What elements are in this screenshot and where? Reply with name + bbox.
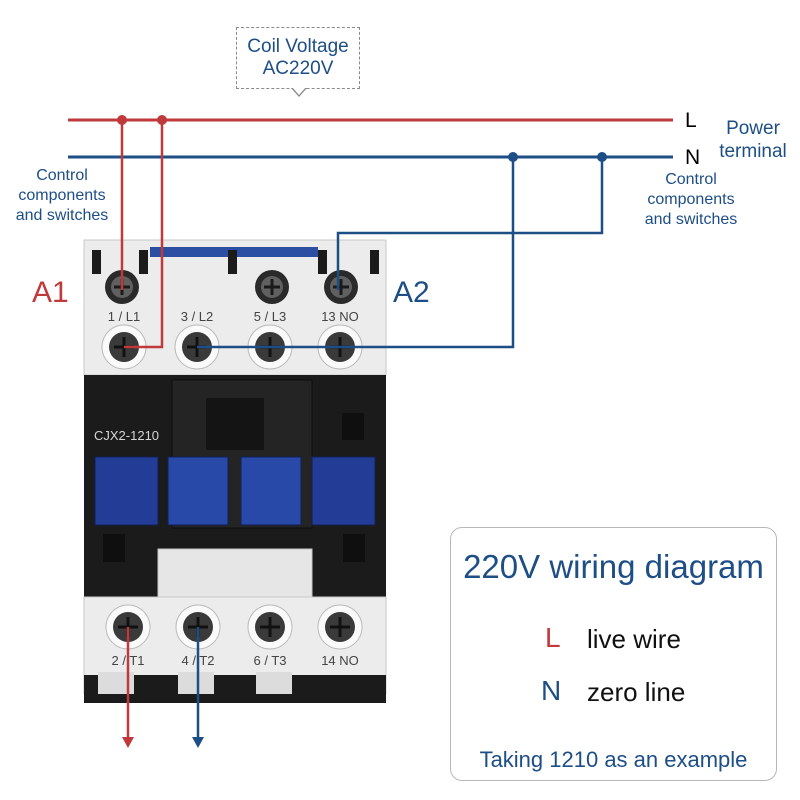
- callout-line-1: Coil Voltage: [247, 36, 349, 57]
- device-model-label: CJX2-1210: [94, 428, 159, 443]
- contactor-device: CJX2-1210: [83, 239, 387, 703]
- callout-pointer: [291, 87, 307, 97]
- live-junction-2: [157, 115, 167, 125]
- power-terminal-label: Power terminal: [719, 118, 787, 162]
- neutral-wires: [196, 157, 604, 738]
- coil-voltage-callout: Coil Voltage AC220V: [236, 27, 360, 89]
- l-letter: L: [685, 109, 697, 132]
- device-window: [157, 548, 313, 598]
- terminal-label-3-l2: 3 / L2: [181, 309, 214, 324]
- legend-zero-letter: N: [541, 675, 562, 706]
- live-junction-1: [117, 115, 127, 125]
- aux-screw-top: [255, 270, 289, 304]
- blue-block-4: [311, 456, 376, 526]
- callout-line-2: AC220V: [262, 58, 334, 79]
- control-note-left: Control components and switches: [15, 167, 109, 224]
- n-letter: N: [685, 146, 701, 169]
- neutral-junction-2: [597, 152, 607, 162]
- legend-zero-text: zero line: [587, 677, 686, 707]
- neutral-junction-1: [508, 152, 518, 162]
- control-note-right: Control components and switches: [644, 171, 738, 228]
- terminal-label-5-l3: 5 / L3: [254, 309, 287, 324]
- legend-box: 220V wiring diagram L live wire N zero l…: [450, 527, 777, 781]
- terminal-label-14-no: 14 NO: [321, 653, 359, 668]
- legend-live-text: live wire: [587, 624, 681, 654]
- blue-block-2: [167, 456, 229, 526]
- blue-block-3: [240, 456, 302, 526]
- legend-live-letter: L: [545, 622, 561, 653]
- live-output-arrow: [122, 737, 134, 748]
- legend-title: 220V wiring diagram: [463, 548, 764, 585]
- terminal-label-1-l1: 1 / L1: [108, 309, 141, 324]
- terminal-label-6-t3: 6 / T3: [253, 653, 286, 668]
- coil-terminal-a2: [324, 270, 358, 304]
- a1-label: A1: [32, 276, 69, 309]
- live-wires: [120, 120, 164, 738]
- legend-footer: Taking 1210 as an example: [479, 747, 748, 772]
- neutral-output-arrow: [192, 737, 204, 748]
- blue-block-1: [94, 456, 159, 526]
- a2-label: A2: [393, 276, 430, 309]
- terminal-label-13-no: 13 NO: [321, 309, 359, 324]
